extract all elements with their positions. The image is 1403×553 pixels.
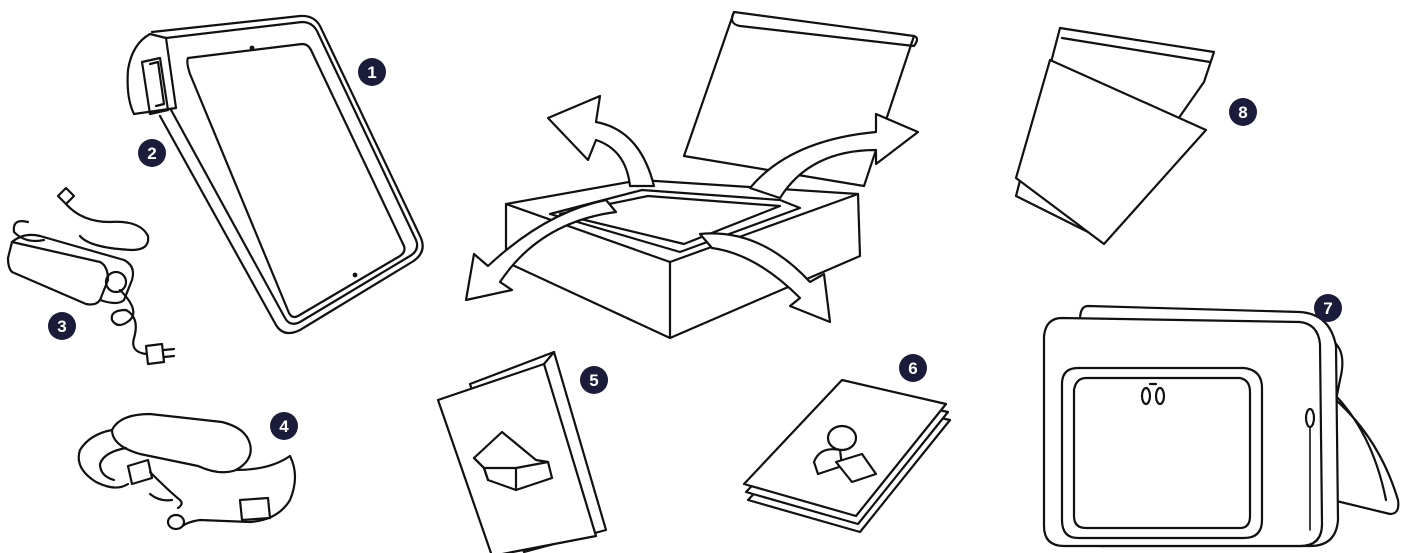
badge-2: 2 <box>138 139 166 167</box>
unboxing-box-icon <box>466 12 918 338</box>
hand-strap-icon <box>79 414 295 529</box>
badge-4-number: 4 <box>279 417 289 436</box>
badge-2-number: 2 <box>147 144 156 163</box>
badge-1: 1 <box>358 58 386 86</box>
badge-3: 3 <box>48 312 76 340</box>
badge-5: 5 <box>580 366 608 394</box>
badge-7-number: 7 <box>1323 299 1332 318</box>
badge-5-number: 5 <box>589 371 598 390</box>
carrying-bag-icon <box>1044 306 1398 546</box>
documents-icon <box>744 380 950 532</box>
badge-6-number: 6 <box>908 359 917 378</box>
badge-7: 7 <box>1314 294 1342 322</box>
badge-1-number: 1 <box>367 63 376 82</box>
power-adapter-icon <box>8 188 174 364</box>
badge-8-number: 8 <box>1238 103 1247 122</box>
badge-8: 8 <box>1229 98 1257 126</box>
badge-4: 4 <box>270 412 298 440</box>
badge-3-number: 3 <box>57 317 66 336</box>
screen-protector-icon <box>1016 28 1214 244</box>
badge-6: 6 <box>899 354 927 382</box>
